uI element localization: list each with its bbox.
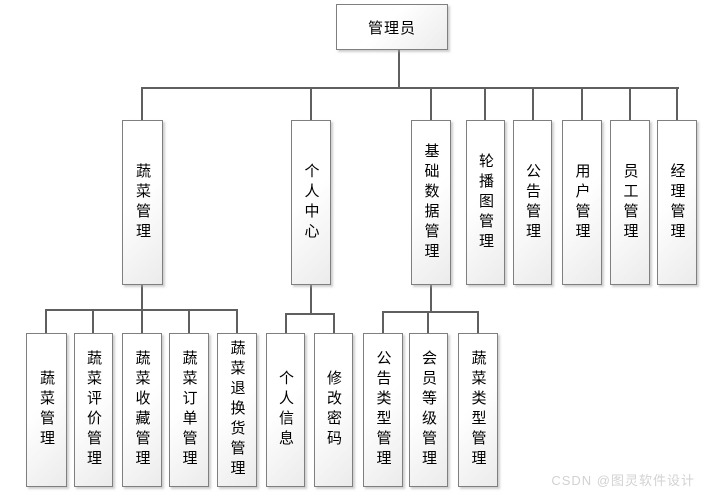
- node-announcement-type-management: 公告类型管理: [363, 333, 403, 487]
- node-vegetable-order-management: 蔬菜订单管理: [169, 333, 209, 487]
- node-vegetable-review-management-label: 蔬菜评价管理: [85, 350, 102, 470]
- connector-line: [141, 87, 679, 89]
- node-vegetable-review-management: 蔬菜评价管理: [74, 333, 113, 487]
- node-admin-label: 管理员: [367, 19, 416, 37]
- connector-line: [430, 285, 432, 312]
- node-change-password-label: 修改密码: [325, 370, 342, 450]
- node-announcement-management-label: 公告管理: [524, 162, 541, 243]
- connector-line: [188, 310, 190, 333]
- node-basic-data-management-label: 基础数据管理: [422, 142, 440, 263]
- node-vegetable-return-management: 蔬菜退换货管理: [217, 333, 257, 487]
- connector-line: [236, 310, 238, 333]
- connector-line: [141, 88, 143, 120]
- connector-line: [430, 88, 432, 120]
- node-announcement-management: 公告管理: [513, 120, 552, 285]
- connector-line: [581, 88, 583, 120]
- connector-line: [310, 88, 312, 120]
- connector-line: [676, 88, 678, 120]
- node-vegetable-favorite-management: 蔬菜收藏管理: [122, 333, 162, 487]
- connector-line: [333, 314, 335, 333]
- node-carousel-management-label: 轮播图管理: [477, 152, 494, 253]
- node-staff-management-label: 员工管理: [621, 162, 639, 243]
- connector-line: [629, 88, 631, 120]
- node-manager-management: 经理管理: [657, 120, 697, 285]
- node-vegetable-management-sub-label: 蔬菜管理: [38, 370, 55, 450]
- node-vegetable-type-management-label: 蔬菜类型管理: [469, 350, 487, 470]
- node-vegetable-management: 蔬菜管理: [122, 120, 163, 285]
- node-change-password: 修改密码: [314, 333, 353, 487]
- node-admin: 管理员: [336, 4, 448, 50]
- node-personal-center: 个人中心: [291, 120, 331, 285]
- connector-line: [45, 310, 47, 333]
- connector-line: [285, 313, 335, 315]
- node-personal-center-label: 个人中心: [302, 162, 320, 243]
- node-carousel-management: 轮播图管理: [466, 120, 505, 285]
- node-vegetable-favorite-management-label: 蔬菜收藏管理: [133, 350, 151, 470]
- watermark: CSDN @图灵软件设计: [551, 473, 695, 488]
- connector-line: [484, 88, 486, 120]
- connector-line: [382, 311, 479, 313]
- node-member-level-management: 会员等级管理: [409, 333, 448, 487]
- connector-line: [427, 312, 429, 333]
- node-personal-info: 个人信息: [266, 333, 305, 487]
- node-vegetable-management-label: 蔬菜管理: [134, 162, 151, 243]
- connector-line: [141, 285, 143, 311]
- node-vegetable-type-management: 蔬菜类型管理: [458, 333, 498, 487]
- connector-line: [310, 285, 312, 315]
- node-staff-management: 员工管理: [610, 120, 650, 285]
- node-announcement-type-management-label: 公告类型管理: [374, 350, 392, 470]
- connector-line: [398, 50, 400, 88]
- connector-line: [285, 314, 287, 333]
- node-vegetable-management-sub: 蔬菜管理: [26, 333, 67, 487]
- node-user-management-label: 用户管理: [573, 162, 591, 243]
- connector-line: [141, 310, 143, 333]
- connector-line: [532, 88, 534, 120]
- connector-line: [92, 310, 94, 333]
- node-vegetable-return-management-label: 蔬菜退换货管理: [228, 340, 246, 480]
- node-vegetable-order-management-label: 蔬菜订单管理: [180, 350, 198, 470]
- node-user-management: 用户管理: [562, 120, 602, 285]
- connector-line: [382, 312, 384, 333]
- node-personal-info-label: 个人信息: [277, 370, 294, 450]
- node-manager-management-label: 经理管理: [668, 162, 686, 243]
- connector-line: [477, 312, 479, 333]
- node-basic-data-management: 基础数据管理: [411, 120, 451, 285]
- node-member-level-management-label: 会员等级管理: [420, 350, 437, 470]
